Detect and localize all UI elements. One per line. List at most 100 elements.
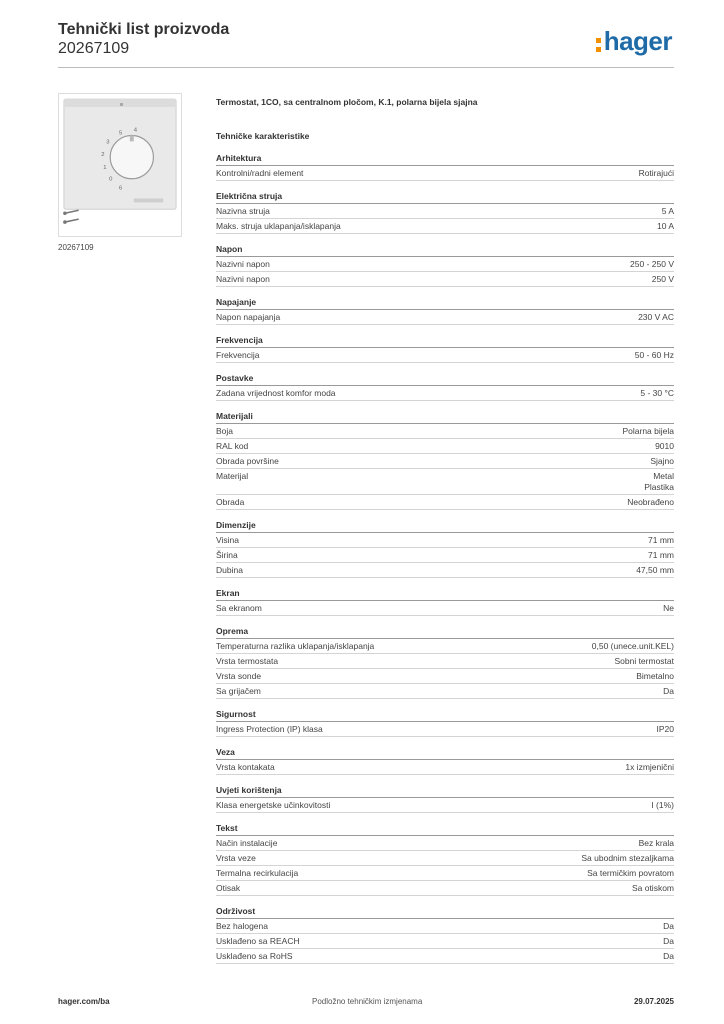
spec-label: Termalna recirkulacija	[216, 868, 299, 878]
spec-label: Vrsta veze	[216, 853, 256, 863]
section-heading: Tehničke karakteristike	[216, 131, 310, 141]
spec-value-line: Bez krala	[638, 838, 674, 848]
spec-row: Termalna recirkulacija Sa termičkim povra…	[216, 866, 674, 881]
spec-group-title: Napajanje	[216, 295, 674, 310]
spec-row: Vrsta termostata Sobni termostat	[216, 654, 674, 669]
spec-value-line: 230 V AC	[638, 312, 674, 322]
spec-value: 71 mm	[648, 550, 674, 561]
product-description: Termostat, 1CO, sa centralnom pločom, K.…	[216, 97, 478, 107]
spec-value: Neobrađeno	[627, 497, 674, 508]
spec-label: Ingress Protection (IP) klasa	[216, 724, 323, 734]
spec-value-line: 250 - 250 V	[630, 259, 674, 269]
spec-label: Usklađeno sa REACH	[216, 936, 300, 946]
spec-value: Da	[663, 951, 674, 962]
spec-value: Sa termičkim povratom	[587, 868, 674, 879]
spec-value: IP20	[657, 724, 675, 735]
spec-group-title: Održivost	[216, 904, 674, 919]
spec-value: Bimetalno	[636, 671, 674, 682]
spec-label: Dubina	[216, 565, 243, 575]
spec-label: Kontrolni/radni element	[216, 168, 304, 178]
spec-value-line: Neobrađeno	[627, 497, 674, 507]
spec-value-line: 47,50 mm	[636, 565, 674, 575]
spec-row: Vrsta veze Sa ubodnim stezaljkama	[216, 851, 674, 866]
header-divider	[58, 67, 674, 68]
spec-value: Sobni termostat	[614, 656, 674, 667]
spec-value-line: Sjajno	[650, 456, 674, 466]
spec-label: Napon napajanja	[216, 312, 281, 322]
spec-value-line: Metal	[653, 471, 674, 481]
spec-label: Širina	[216, 550, 238, 560]
spec-row: Dubina 47,50 mm	[216, 563, 674, 578]
dial-number: 0	[109, 177, 113, 183]
spec-row: Obrada površine Sjajno	[216, 454, 674, 469]
spec-group-title: Sigurnost	[216, 707, 674, 722]
spec-group-title: Frekvencija	[216, 333, 674, 348]
spec-label: Vrsta sonde	[216, 671, 262, 681]
spec-row: Temperaturna razlika uklapanja/isklapanj…	[216, 639, 674, 654]
spec-value: 1x izmjenični	[625, 762, 674, 773]
spec-value-line: Rotirajući	[638, 168, 674, 178]
spec-row: Vrsta kontakata 1x izmjenični	[216, 760, 674, 775]
spec-value-line: Plastika	[644, 482, 674, 492]
spec-row: Širina 71 mm	[216, 548, 674, 563]
spec-value-line: 9010	[655, 441, 674, 451]
spec-value-line: 10 A	[656, 221, 674, 231]
spec-value: Ne	[663, 603, 674, 614]
spec-value-line: Sobni termostat	[614, 656, 674, 666]
spec-value: 250 V	[652, 274, 674, 285]
spec-value-line: 0,50 (unece.unit.KEL)	[591, 641, 674, 651]
thermostat-illustration: 5 4 3 2 1 0 6	[59, 94, 181, 236]
spec-label: RAL kod	[216, 441, 249, 451]
spec-row: Napon napajanja 230 V AC	[216, 310, 674, 325]
spec-value: 230 V AC	[638, 312, 674, 323]
spec-value: Sjajno	[650, 456, 674, 467]
spec-label: Vrsta termostata	[216, 656, 279, 666]
spec-label: Nazivni napon	[216, 274, 270, 284]
spec-value-line: I (1%)	[651, 800, 674, 810]
spec-label: Temperaturna razlika uklapanja/isklapanj…	[216, 641, 375, 651]
spec-value-line: Da	[663, 686, 674, 696]
logo-dots-icon	[595, 34, 602, 52]
spec-value: Polarna bijela	[622, 426, 674, 437]
dial-number: 1	[103, 165, 106, 171]
spec-value: Da	[663, 936, 674, 947]
spec-label: Zadana vrijednost komfor moda	[216, 388, 336, 398]
spec-label: Nazivna struja	[216, 206, 270, 216]
spec-value-line: 5 - 30 °C	[640, 388, 674, 398]
spec-value-line: 71 mm	[648, 535, 674, 545]
spec-group-title: Tekst	[216, 821, 674, 836]
spec-value: Sa ubodnim stezaljkama	[581, 853, 674, 864]
spec-group-title: Arhitektura	[216, 151, 674, 166]
footer-date: 29.07.2025	[633, 997, 674, 1006]
dial-number: 5	[119, 131, 123, 137]
spec-group-title: Uvjeti korištenja	[216, 783, 674, 798]
spec-value: 0,50 (unece.unit.KEL)	[592, 641, 674, 652]
spec-label: Vrsta kontakata	[216, 762, 275, 772]
spec-value: 250 - 250 V	[630, 259, 674, 270]
spec-value-line: Sa otiskom	[631, 883, 674, 893]
page-header: Tehnički list proizvoda 20267109 hager	[58, 20, 674, 68]
dial-number: 6	[119, 186, 123, 192]
spec-group-title: Električna struja	[216, 189, 674, 204]
spec-value-line: IP20	[656, 724, 675, 734]
spec-value-line: 71 mm	[648, 550, 674, 560]
document-title: Tehnički list proizvoda	[58, 21, 230, 38]
spec-label: Obrada površine	[216, 456, 279, 466]
spec-label: Usklađeno sa RoHS	[216, 951, 293, 961]
spec-value: 5 - 30 °C	[640, 388, 674, 399]
spec-value: Rotirajući	[639, 168, 674, 179]
spec-value-line: Da	[663, 951, 674, 961]
spec-value: Sa otiskom	[632, 883, 674, 894]
